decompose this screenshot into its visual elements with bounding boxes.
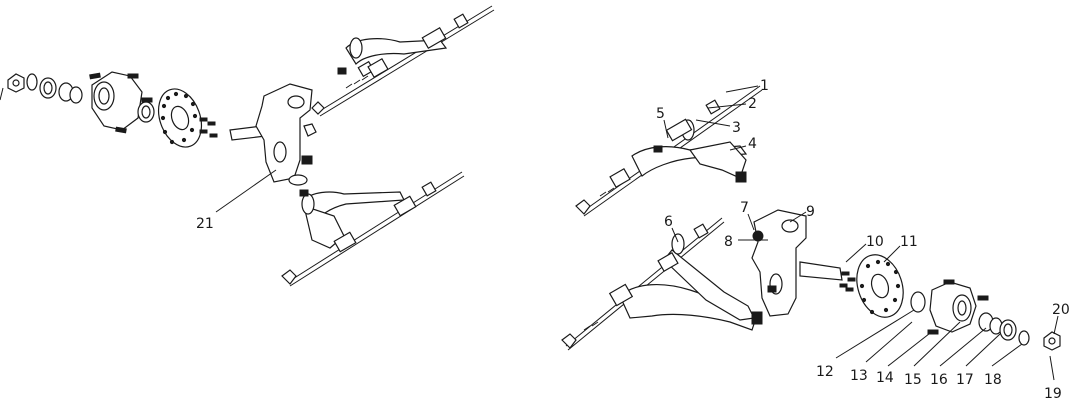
- callout-label-19: 19: [1044, 386, 1062, 400]
- left-steering-knuckle: [229, 83, 317, 186]
- callout-2: 2: [707, 96, 757, 112]
- left-brake-disc: [157, 88, 203, 148]
- callout-4: 4: [729, 136, 757, 152]
- right-wheel-hub: [910, 279, 989, 335]
- callout-10: 10: [845, 234, 884, 263]
- callout-label-8: 8: [724, 234, 733, 250]
- callout-label-15: 15: [904, 372, 922, 388]
- callout-label-17: 17: [956, 372, 974, 388]
- callout-14: 14: [876, 329, 935, 386]
- right-hub-nut: [1043, 331, 1061, 381]
- callout-21: 21: [196, 169, 277, 232]
- callout-11: 11: [883, 234, 918, 263]
- callout-20: 20: [1052, 302, 1070, 335]
- callout-label-5: 5: [656, 106, 665, 122]
- left-seal: [137, 101, 155, 123]
- callout-15: 15: [904, 321, 961, 388]
- callout-19: 19: [1044, 386, 1062, 400]
- callout-18: 18: [984, 343, 1023, 388]
- callout-label-4: 4: [748, 136, 757, 152]
- left-disc-bolts: [199, 117, 218, 138]
- callout-13: 13: [850, 321, 913, 384]
- right-lower-a-arm: [561, 217, 763, 351]
- callout-label-20: 20: [1052, 302, 1070, 318]
- callout-9: 9: [789, 204, 815, 223]
- callout-7: 7: [740, 200, 755, 231]
- right-steering-knuckle: [751, 209, 843, 317]
- left-wheel-hub: [89, 71, 153, 134]
- callout-label-14: 14: [876, 370, 894, 386]
- left-assembly: 21: [0, 5, 495, 287]
- callout-label-3: 3: [732, 120, 741, 136]
- callout-label-1: 1: [760, 78, 769, 94]
- callout-label-13: 13: [850, 368, 868, 384]
- callout-label-2: 2: [748, 96, 757, 112]
- right-washer: [1018, 330, 1030, 346]
- callout-label-16: 16: [930, 372, 948, 388]
- callout-5: 5: [656, 106, 669, 139]
- callout-label-6: 6: [664, 214, 673, 230]
- callout-label-7: 7: [740, 200, 749, 216]
- callout-label-10: 10: [866, 234, 884, 250]
- callout-label-12: 12: [816, 364, 834, 380]
- right-brake-disc: [856, 254, 904, 318]
- right-assembly: 1 2 3 4 5 6 7 8: [561, 78, 1070, 400]
- left-bearing-set: [39, 77, 83, 104]
- left-lower-a-arm: [281, 171, 465, 287]
- callout-8: 8: [724, 234, 768, 250]
- left-hub-nut: [0, 73, 25, 101]
- callout-17: 17: [956, 333, 1001, 388]
- callout-label-9: 9: [806, 204, 815, 220]
- callout-16: 16: [930, 327, 987, 388]
- callout-3: 3: [695, 119, 741, 136]
- callout-label-11: 11: [900, 234, 918, 250]
- right-disc-bolts: [839, 271, 856, 292]
- callout-12: 12: [816, 309, 915, 380]
- callout-label-21: 21: [196, 216, 214, 232]
- right-bearing-set: [978, 312, 1017, 341]
- callout-label-18: 18: [984, 372, 1002, 388]
- callout-6: 6: [664, 214, 679, 243]
- left-washer: [26, 73, 38, 91]
- callout-1: 1: [725, 78, 769, 94]
- left-upper-a-arm: [311, 5, 495, 117]
